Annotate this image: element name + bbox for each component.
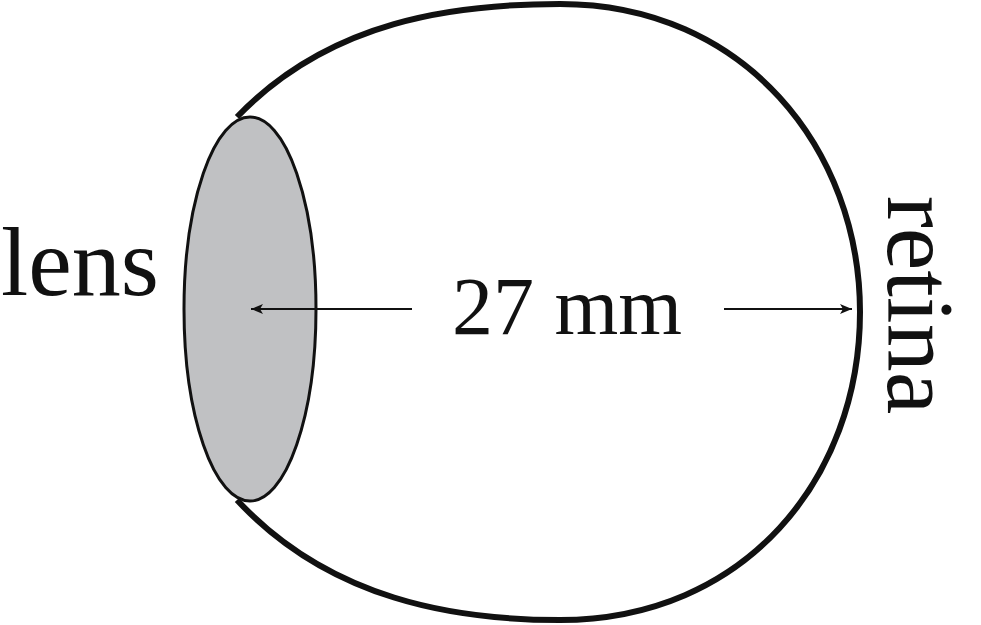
dimension-arrow <box>724 308 852 310</box>
part-label: lens <box>1 213 159 311</box>
eyeball-outline <box>237 4 860 620</box>
dimension-label: 27 mm <box>452 266 682 348</box>
part-label: retina <box>872 196 968 415</box>
dimension-arrow <box>251 308 412 310</box>
